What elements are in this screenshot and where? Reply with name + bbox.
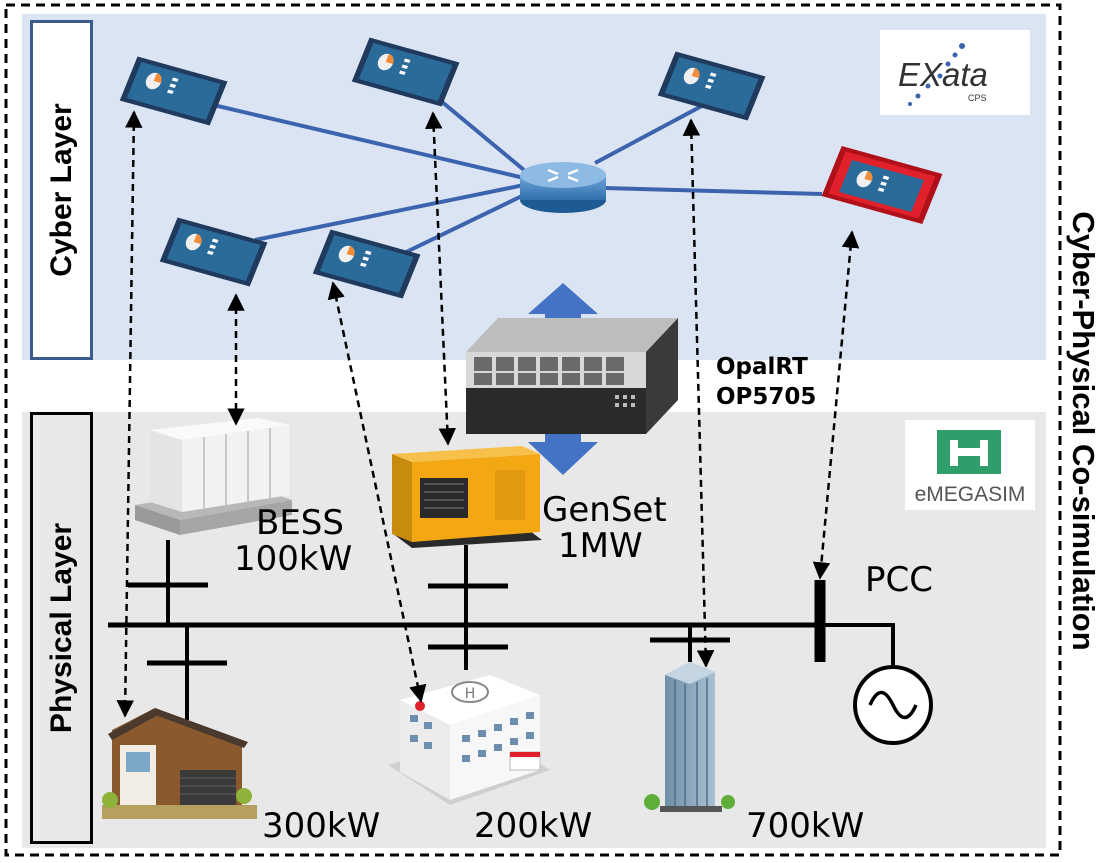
link-device-5 (399, 193, 525, 257)
grid-source-sine (868, 690, 918, 720)
emegasim-logo-icon (937, 430, 1001, 474)
svg-text:H: H (465, 686, 476, 702)
bess-name: BESS (256, 503, 344, 543)
grid-connection-line (820, 623, 895, 668)
link-device-3 (594, 98, 714, 165)
exata-logo-subtext: CPS (968, 93, 987, 103)
opalrt-label: OpalRT OP5705 (716, 352, 816, 412)
office-load-label: 700kW (746, 806, 865, 846)
link-device-1 (204, 101, 525, 180)
cyber-device-5 (312, 229, 421, 299)
emegasim-logo-text: eMEGASIM (915, 483, 1026, 506)
bess-icon (135, 418, 292, 535)
house-icon (102, 708, 257, 819)
cyber-device-2 (351, 37, 460, 107)
exata-logo-dots (908, 43, 965, 106)
physical-layer-label: Physical Layer (44, 522, 78, 734)
cyber-layer-label-box: Cyber Layer (30, 20, 93, 360)
cyber-layer-label: Cyber Layer (44, 103, 78, 277)
comm-link-pcc (812, 230, 860, 580)
opalrt-simulator-icon (466, 318, 678, 434)
comm-link-house (116, 110, 143, 718)
genset-icon (392, 446, 542, 548)
genset-label: GenSet 1MW (542, 492, 667, 564)
cyber-device-1 (119, 56, 228, 126)
pcc-label: PCC (865, 560, 933, 600)
physical-layer-label-box: Physical Layer (30, 412, 93, 844)
exata-logo-text: EXata (898, 56, 988, 93)
outer-dashed-border (4, 3, 1062, 857)
router-icon (520, 162, 606, 213)
opalrt-label-line2: OP5705 (716, 384, 817, 410)
diagram-title: Cyber-Physical Co-simulation (1066, 211, 1101, 651)
link-device-4 (254, 183, 525, 242)
feeder-lines (128, 540, 730, 720)
exata-logo-box (880, 30, 1030, 115)
cyber-device-compromised (821, 146, 943, 224)
comm-link-genset (424, 111, 457, 446)
hospital-load-label: 200kW (474, 806, 593, 846)
genset-rating: 1MW (558, 526, 643, 566)
bess-label: BESS 100kW (234, 505, 352, 577)
communication-links (116, 110, 860, 718)
cyber-device-3 (657, 51, 766, 121)
bess-rating: 100kW (234, 539, 353, 579)
hospital-icon: H (388, 675, 550, 805)
opalrt-label-line1: OpalRT (716, 354, 808, 380)
genset-name: GenSet (542, 490, 667, 530)
cyber-device-4 (159, 217, 268, 287)
house-load-label: 300kW (262, 806, 381, 846)
